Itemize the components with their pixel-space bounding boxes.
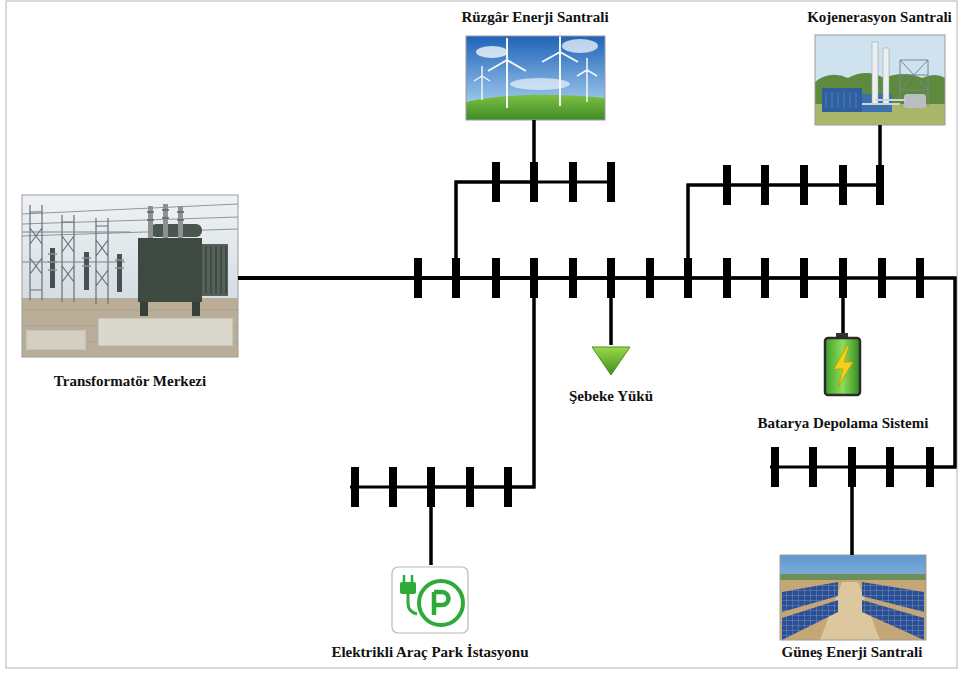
component-node: Rüzgâr Enerji Santrali xyxy=(460,8,610,120)
substation-photo-part xyxy=(147,210,184,220)
cogeneration-photo xyxy=(815,35,945,125)
wind-farm-photo xyxy=(466,31,605,120)
busbar-network xyxy=(350,120,955,565)
busbar-ticks-part xyxy=(569,162,577,202)
ev-parking-icon-part xyxy=(408,594,417,614)
busbar-network-part xyxy=(688,185,884,278)
power-line xyxy=(238,125,880,278)
component-label: Elektrikli Araç Park İstasyonu xyxy=(330,643,530,661)
substation-photo-part xyxy=(148,206,153,238)
solar-plant-photo xyxy=(780,555,926,640)
substation-photo-part xyxy=(26,330,86,350)
substation-photo-part xyxy=(140,302,148,316)
busbar-network-part xyxy=(350,278,534,487)
substation-photo-part xyxy=(178,206,183,238)
solar-plant-photo-part xyxy=(780,555,926,640)
ev-parking-icon-part xyxy=(404,575,412,583)
substation-photo-part xyxy=(22,298,238,357)
cogeneration-photo-part xyxy=(815,35,945,125)
component-node: Elektrikli Araç Park İstasyonu xyxy=(330,565,530,661)
component-node: Şebeke Yükü xyxy=(568,345,655,405)
wind-farm-photo-part xyxy=(577,58,597,102)
power-line xyxy=(238,278,955,555)
ev-parking-icon xyxy=(392,567,468,633)
component-node: Batarya Depolama Sistemi xyxy=(757,333,930,432)
cogeneration-photo-part xyxy=(826,92,856,108)
busbar-ticks-part xyxy=(607,162,615,202)
wind-farm-photo-part xyxy=(466,95,605,120)
substation-photo xyxy=(22,195,238,357)
substation-photo-part xyxy=(202,244,228,296)
wind-farm-photo-part xyxy=(474,66,490,100)
outer-frame xyxy=(6,1,957,668)
busbar-ticks-part xyxy=(809,447,817,487)
solar-plant-photo-part xyxy=(862,600,924,640)
component-node: Güneş Enerji Santrali xyxy=(780,555,926,661)
power-line xyxy=(238,120,534,278)
substation-photo-part xyxy=(163,204,168,238)
wind-farm-photo-part xyxy=(476,46,508,58)
component-label: Kojenerasyon Santrali xyxy=(806,8,953,26)
solar-plant-photo-part xyxy=(782,600,838,640)
substation-photo-part xyxy=(22,204,238,236)
cogeneration-photo-part xyxy=(815,35,945,125)
cogeneration-photo-part xyxy=(822,88,862,112)
battery-icon xyxy=(825,333,860,395)
cogeneration-photo-part xyxy=(904,94,926,108)
component-node: Kojenerasyon Santrali xyxy=(806,8,953,125)
component-label: Transformatör Merkezi xyxy=(53,372,208,390)
busbar-ticks-part xyxy=(771,447,779,487)
ev-parking-icon-part xyxy=(419,581,463,625)
wind-farm-photo-part xyxy=(562,39,598,53)
cogeneration-photo-part xyxy=(883,48,889,104)
busbar-ticks xyxy=(351,162,934,507)
power-line xyxy=(238,278,611,345)
substation-photo-part xyxy=(192,302,200,316)
wind-farm-photo-part xyxy=(542,31,578,106)
component-label: Batarya Depolama Sistemi xyxy=(757,414,930,432)
busbar-network-part xyxy=(418,278,955,467)
substation-photo-part xyxy=(22,195,238,357)
substation-photo-part xyxy=(98,318,233,346)
wind-farm-photo-part xyxy=(488,38,526,108)
substation-photo-part xyxy=(48,254,124,270)
substation-photo-part xyxy=(206,246,226,294)
substation-photo-part xyxy=(22,195,238,357)
cogeneration-photo-part xyxy=(872,42,878,104)
busbar-ticks-part xyxy=(389,467,397,507)
battery-icon-part xyxy=(825,338,860,395)
battery-icon-part xyxy=(834,346,853,387)
substation-photo-part xyxy=(22,232,130,262)
component-node: Transformatör Merkezi xyxy=(22,195,238,390)
solar-plant-photo-part xyxy=(780,555,926,640)
load-triangle xyxy=(592,347,630,375)
component-label: Güneş Enerji Santrali xyxy=(781,643,924,661)
cogeneration-photo-part xyxy=(862,100,905,104)
substation-photo-part xyxy=(96,218,108,304)
substation-photo-part xyxy=(138,238,202,302)
wind-farm-photo-part xyxy=(466,36,605,120)
ev-parking-icon-part xyxy=(400,582,416,594)
ev-parking-icon-part xyxy=(434,592,449,615)
power-line xyxy=(238,278,843,333)
power-line xyxy=(238,278,534,565)
component-label: Rüzgâr Enerji Santrali xyxy=(460,8,610,26)
component-label: Şebeke Yükü xyxy=(568,387,655,405)
substation-photo-part xyxy=(62,215,74,302)
ev-parking-icon-part xyxy=(392,567,468,633)
busbar-network-part xyxy=(431,120,880,565)
busbar-ticks-part xyxy=(351,467,359,507)
substation-photo-part xyxy=(150,224,202,237)
wind-farm-photo-part xyxy=(466,36,605,120)
substation-photo-part xyxy=(30,205,42,300)
solar-plant-photo-part xyxy=(780,580,926,640)
